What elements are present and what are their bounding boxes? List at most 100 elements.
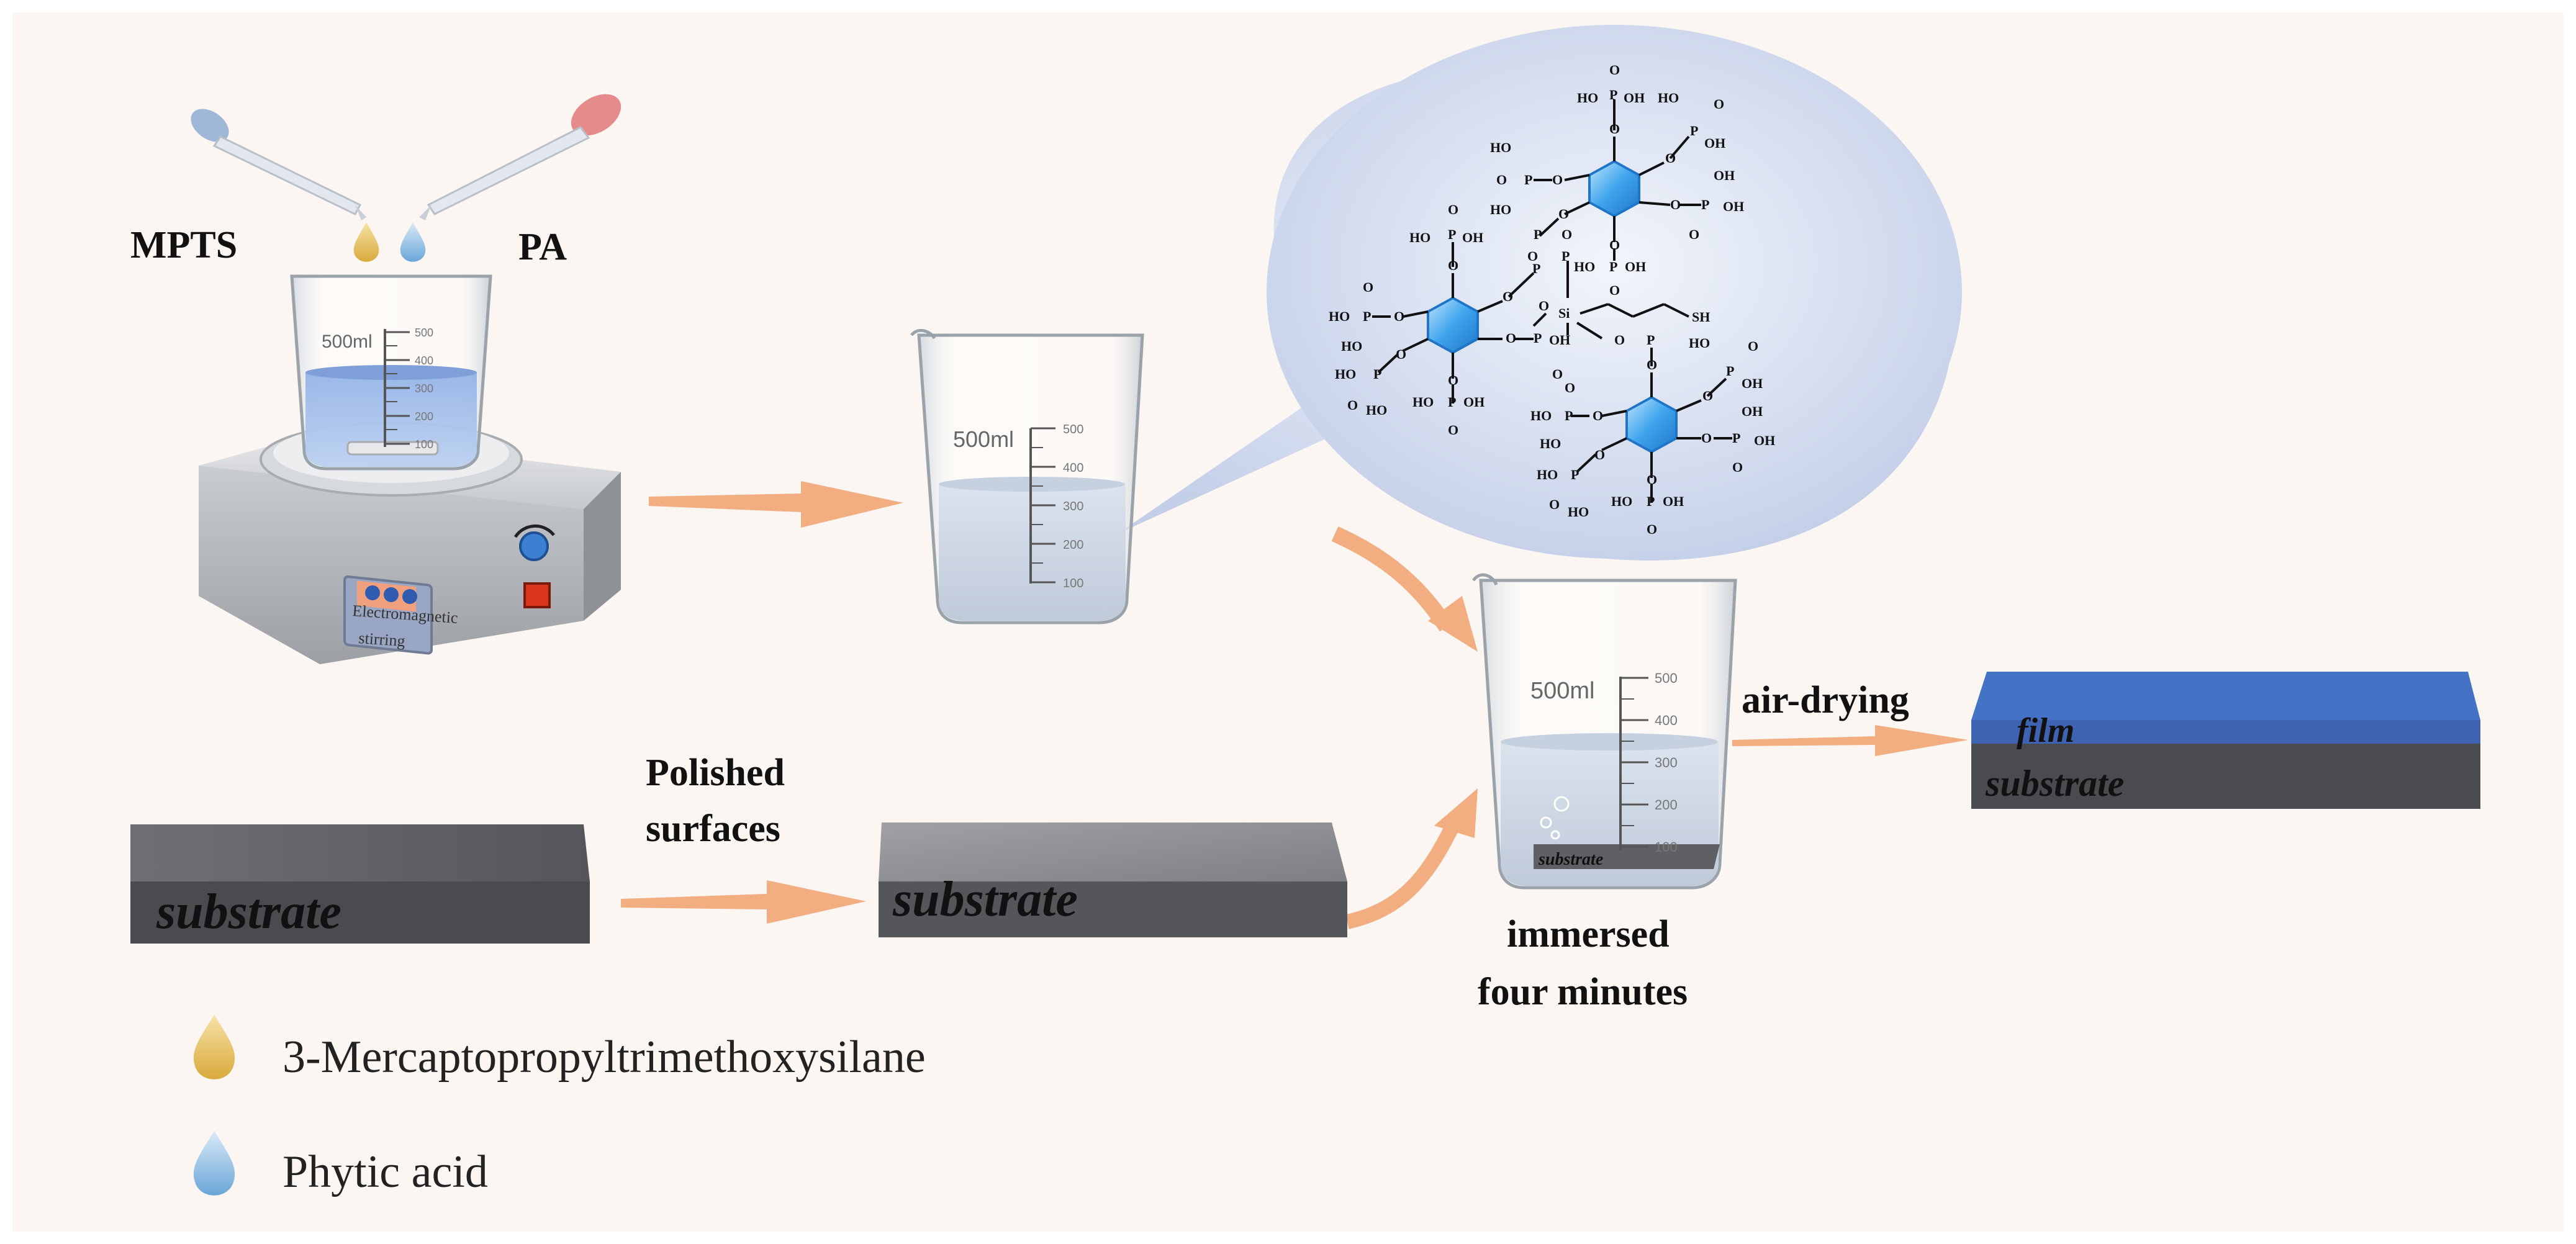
volume-label: 500ml [953,426,1014,452]
raw-substrate: substrate [130,824,590,944]
atom-label: OH [1723,199,1744,214]
atom-label: HO [1329,309,1350,324]
atom-label: O [1552,172,1563,187]
stirrer-label-2: stirring [358,629,406,650]
atom-label: O [1448,372,1458,388]
atom-label: O [1714,96,1724,112]
immersed-label-2: four minutes [1478,971,1688,1013]
atom-label: HO [1412,394,1434,410]
pa-dropper [419,94,621,220]
atom-label: HO [1658,90,1679,106]
atom-label: P [1534,330,1542,346]
atom-label: HO [1577,90,1598,106]
phytic-acid-molecule [1372,99,1732,503]
atom-label: HO [1366,402,1387,418]
atom-label: O [1496,172,1507,187]
atom-label: OH [1625,259,1646,274]
pa-drop [400,222,426,262]
atom-label: P [1565,408,1573,423]
immersed-label-1: immersed [1507,913,1670,955]
atom-label: O [1549,497,1560,512]
atom-label: O [1670,197,1681,212]
atom-label: P [1690,123,1698,138]
process-arrows [621,481,1968,924]
atom-label: HO [1335,366,1356,382]
mpts-drop [353,222,379,262]
graduation: 400 [415,354,433,367]
atom-label: P [1647,494,1655,509]
polished-substrate-label: substrate [892,872,1078,927]
legend: 3-Mercaptopropyltrimethoxysilane Phytic … [193,1015,926,1197]
atom-label: P [1609,87,1617,102]
atom-label: Si [1558,305,1570,321]
graduation: 200 [1655,797,1678,813]
graduation: 100 [1063,577,1083,590]
atom-label: HO [1490,140,1511,155]
atom-label: P [1524,172,1532,187]
immersed-substrate [1534,844,1720,869]
atom-label: O [1565,380,1575,395]
graduation: 500 [1063,423,1083,436]
atom-label: O [1396,346,1406,362]
atom-label: O [1593,408,1603,423]
atom-label: OH [1754,433,1775,448]
atom-label: O [1609,121,1620,137]
atom-label: O [1363,279,1373,295]
atom-label: HO [1530,408,1552,423]
atom-label: O [1448,258,1458,273]
pa-drop-icon [193,1131,235,1196]
legend-label: 3-Mercaptopropyltrimethoxysilane [282,1032,926,1083]
raw-substrate-label: substrate [156,885,341,939]
arrow-head [1434,788,1478,838]
atom-label: O [1394,309,1404,324]
atom-label: O [1689,227,1699,242]
beaker-immersion: substrate 500ml 500 400 300 200 100 [1471,573,1737,890]
molecule-bubble [1118,25,1962,561]
atom-label: OH [1462,230,1483,245]
arrow-head [1428,596,1478,652]
atom-label: HO [1341,338,1362,354]
mpts-label: MPTS [130,224,237,266]
atom-label: OH [1714,168,1735,183]
atom-label: O [1448,422,1458,438]
atom-label: P [1448,227,1456,242]
atom-label: P [1561,248,1570,264]
graduation: 400 [1063,461,1083,475]
atom-label: O [1448,202,1458,217]
graduation: 200 [1063,538,1083,552]
volume-label: 500ml [1530,678,1595,704]
graduation: 100 [1655,839,1678,855]
atom-label: P [1647,332,1655,348]
atom-label: HO [1490,202,1511,217]
graduation: 300 [1063,500,1083,513]
atom-label: P [1732,430,1740,446]
atom-label: OH [1549,332,1570,348]
atom-label: O [1347,397,1358,413]
polished-label-2: surfaces [646,808,780,850]
atom-label: P [1448,394,1456,410]
atom-label: OH [1624,90,1645,106]
legend-label: Phytic acid [282,1147,488,1197]
atom-label: OH [1704,135,1725,151]
atom-label: HO [1537,467,1558,482]
atom-label: P [1701,197,1709,212]
atom-label: O [1665,150,1676,166]
ring-left [1427,296,1479,354]
atom-label: O [1561,227,1572,242]
arrow-beaker-to-immersion [1331,526,1453,632]
graduation: 500 [1655,670,1678,686]
air-drying-label: air-drying [1742,679,1909,721]
film-label: film [2017,711,2074,750]
atom-label: O [1506,330,1516,346]
atom-label: O [1594,447,1605,462]
atom-label: SH [1692,309,1710,325]
atom-label: O [1647,521,1657,537]
atom-label: HO [1540,436,1561,451]
graduation: 200 [415,410,433,423]
beaker-solution: 500ml 500 400 300 200 100 [910,328,1144,624]
atom-label: OH [1742,403,1763,419]
mpts-dropper [191,109,366,220]
atom-label: P [1571,467,1579,482]
atom-label: OH [1742,376,1763,391]
